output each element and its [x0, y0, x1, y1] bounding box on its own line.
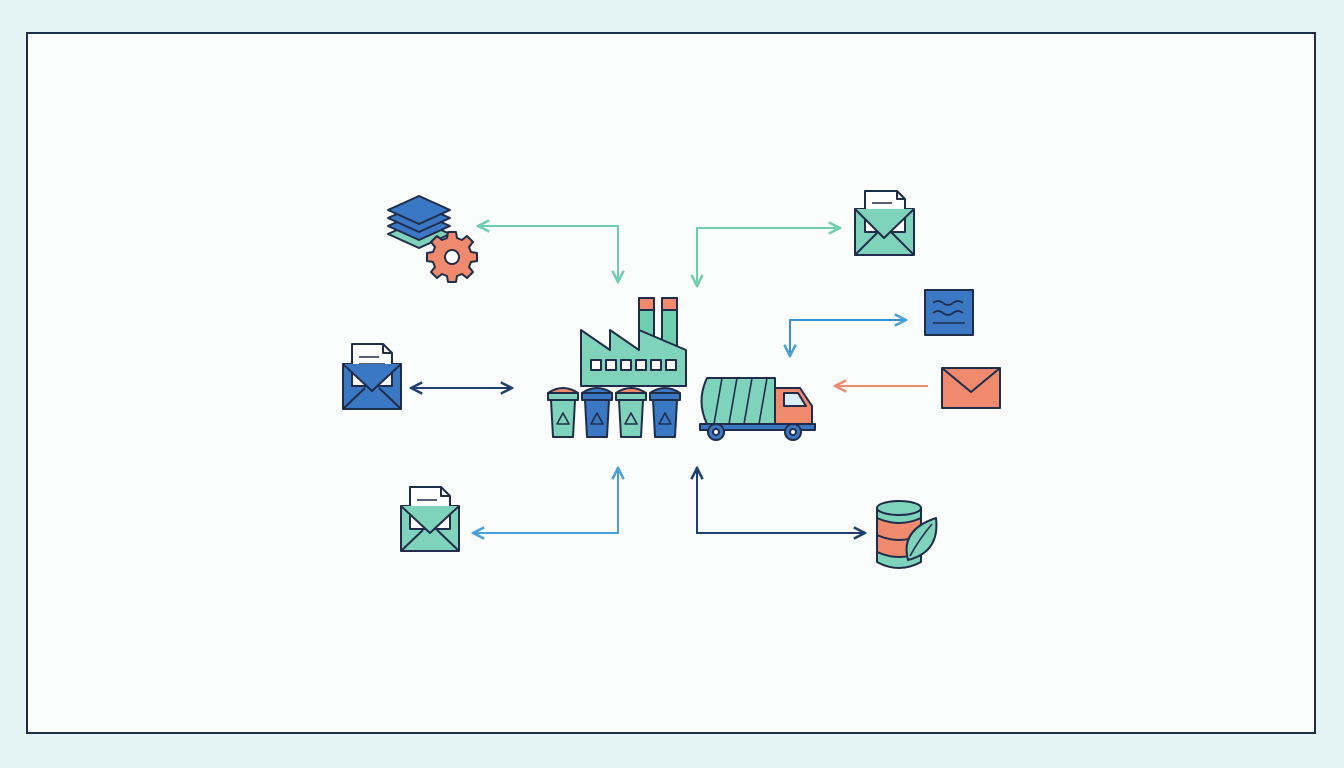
envelope-document-icon-left	[342, 343, 402, 410]
connector-data-layers	[478, 226, 618, 282]
connector-bottom-left-envelope	[473, 468, 618, 533]
recycling-bin	[649, 387, 681, 438]
data-layers-gear-icon	[387, 195, 478, 283]
recycling-bin	[615, 387, 647, 438]
factory-icon	[580, 297, 687, 387]
connector-top-right-envelope	[697, 228, 840, 286]
barrel-leaf-icon	[876, 500, 938, 569]
recycling-bins-icon	[547, 387, 681, 438]
garbage-truck-icon	[699, 377, 816, 441]
connector-water-tile	[790, 320, 906, 356]
gear-icon	[426, 231, 478, 283]
water-tile-icon	[924, 289, 974, 336]
envelope-document-icon-top-right	[854, 190, 915, 256]
recycling-bin	[581, 387, 613, 438]
connector-barrel	[697, 468, 865, 533]
envelope-icon	[941, 367, 1001, 409]
recycling-bin	[547, 387, 579, 438]
envelope-document-icon-bottom-left	[400, 486, 460, 552]
